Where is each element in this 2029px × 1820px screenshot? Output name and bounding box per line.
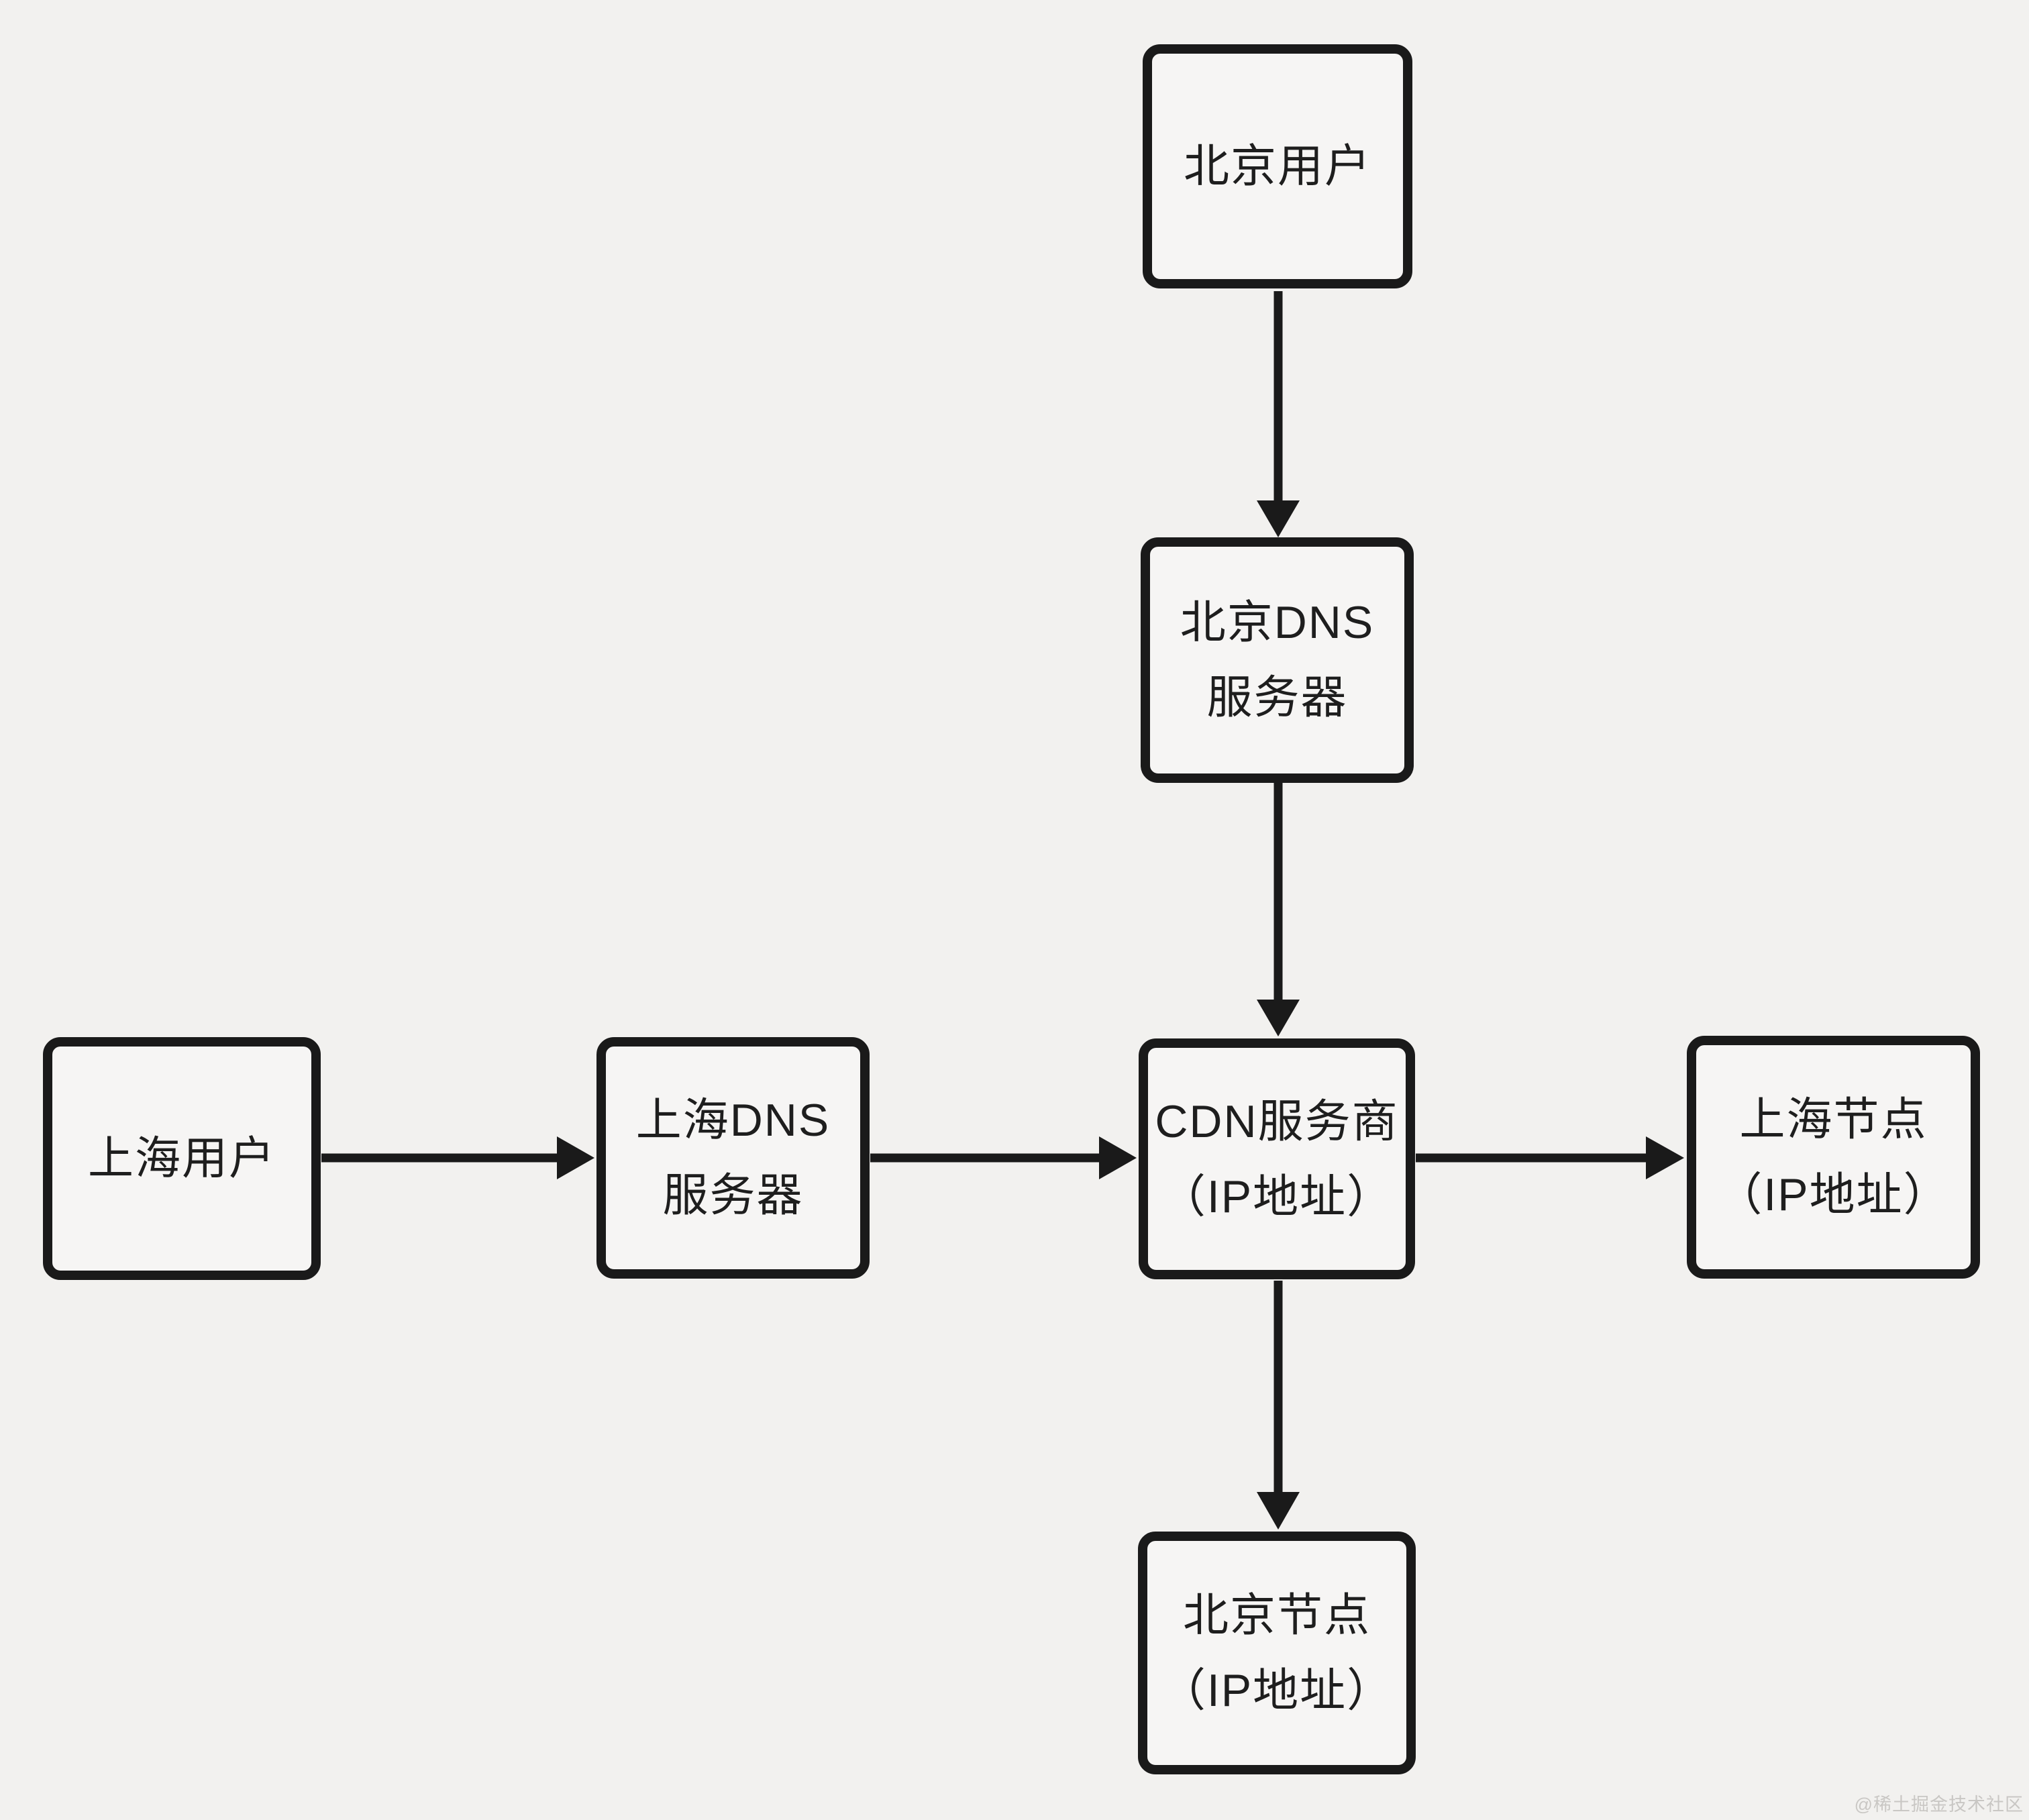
node-shanghai-user-line1: 上海用户 [87, 1133, 276, 1184]
node-shanghai-user: 上海用户 [43, 1037, 321, 1280]
node-beijing-user-label: 北京用户 [1184, 129, 1371, 204]
node-shanghai-dns-label: 上海DNS 服务器 [636, 1083, 831, 1233]
node-shanghai-node: 上海节点 （IP地址） [1687, 1036, 1980, 1279]
node-cdn-provider: CDN服务商 （IP地址） [1139, 1038, 1415, 1279]
node-shanghai-node-label: 上海节点 （IP地址） [1716, 1082, 1950, 1232]
node-beijing-user: 北京用户 [1143, 44, 1412, 288]
node-beijing-node-line1: 北京节点 [1182, 1590, 1371, 1641]
node-shanghai-node-line1: 上海节点 [1739, 1094, 1928, 1145]
edge-cdn-to-beijing-node [1257, 1281, 1300, 1530]
node-beijing-dns: 北京DNS 服务器 [1141, 537, 1414, 783]
node-cdn-provider-line2: （IP地址） [1159, 1171, 1394, 1222]
edge-shanghai-dns-to-cdn [870, 1136, 1137, 1179]
node-beijing-dns-line2: 服务器 [1206, 672, 1348, 723]
node-beijing-user-line1: 北京用户 [1183, 141, 1371, 192]
node-beijing-dns-label: 北京DNS 服务器 [1180, 585, 1375, 735]
edge-beijing-user-to-beijing-dns [1257, 291, 1300, 537]
node-shanghai-dns: 上海DNS 服务器 [596, 1037, 870, 1279]
node-cdn-provider-label: CDN服务商 （IP地址） [1155, 1084, 1398, 1234]
node-beijing-node-label: 北京节点 （IP地址） [1160, 1578, 1394, 1728]
edge-cdn-to-shanghai-node [1416, 1136, 1684, 1179]
node-cdn-provider-line1: CDN服务商 [1155, 1095, 1399, 1147]
node-beijing-node-line2: （IP地址） [1159, 1665, 1394, 1716]
watermark: @稀土掘金技术社区 [1854, 1795, 2024, 1815]
node-shanghai-dns-line1: 上海DNS [635, 1095, 831, 1146]
edge-beijing-dns-to-cdn [1257, 783, 1300, 1036]
edge-shanghai-user-to-shanghai-dns [321, 1136, 594, 1179]
node-shanghai-node-line2: （IP地址） [1716, 1169, 1950, 1220]
node-shanghai-dns-line2: 服务器 [662, 1170, 804, 1221]
node-beijing-dns-line1: 北京DNS [1180, 597, 1375, 648]
node-beijing-node: 北京节点 （IP地址） [1138, 1532, 1416, 1774]
node-shanghai-user-label: 上海用户 [88, 1121, 276, 1196]
